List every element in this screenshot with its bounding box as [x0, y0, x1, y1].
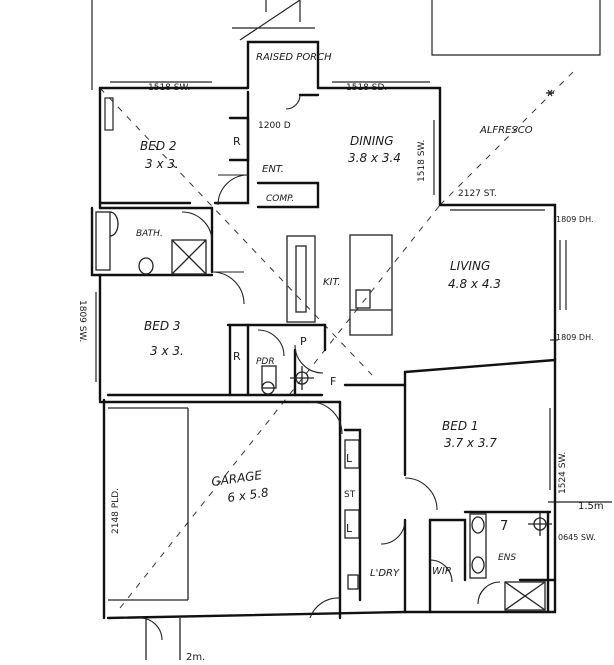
label-bed2-name: BED 2 — [140, 139, 177, 153]
mark-robe-bed3: R — [233, 350, 241, 363]
dim-setback-right: 1.5m — [578, 501, 604, 512]
mark-robe-bed2: R — [233, 135, 241, 148]
label-dining-name: DINING — [350, 134, 394, 148]
dim-ensuite-window: 0645 SW. — [558, 533, 596, 542]
label-kitchen: KIT. — [323, 277, 341, 288]
dim-bed3-window: 1809 SW. — [77, 300, 87, 342]
fixture-marks: R R P F L ST L 7 — [233, 135, 508, 535]
mark-linen: L — [346, 452, 353, 465]
mark-laundry-linen: L — [346, 522, 353, 535]
dim-living-dh-top: 1809 DH. — [556, 215, 593, 224]
label-garage-name: GARAGE — [210, 468, 263, 489]
label-bath: BATH. — [136, 229, 163, 239]
mark-fridge: F — [330, 375, 336, 388]
dim-bed2-window: 1518 SW. — [148, 83, 190, 93]
exterior-walls — [90, 40, 557, 620]
label-bed3-size: 3 x 3. — [150, 344, 184, 358]
site-boundary-lines — [91, 0, 601, 90]
fixtures — [95, 89, 612, 660]
room-labels: RAISED PORCH BED 2 3 x 3. DINING 3.8 x 3… — [136, 52, 533, 579]
label-bed1-size: 3.7 x 3.7 — [444, 436, 497, 450]
label-laundry: L'DRY — [370, 568, 400, 579]
dim-stack-door: 2127 ST. — [458, 189, 497, 199]
label-dining-size: 3.8 x 3.4 — [348, 151, 401, 165]
mark-storage: ST — [344, 490, 356, 500]
mark-seven: 7 — [500, 519, 508, 534]
label-walk-in-robe: WIR — [432, 566, 452, 577]
label-bed1-name: BED 1 — [442, 419, 479, 433]
dim-bed1-window: 1524 SW. — [558, 452, 568, 494]
label-powder-room: PDR — [256, 357, 275, 367]
dim-dining-window: 1518 SD. — [346, 83, 387, 93]
door-swings — [139, 94, 501, 641]
label-garage-size: 6 x 5.8 — [226, 485, 269, 505]
label-living-name: LIVING — [450, 259, 490, 273]
label-entry: ENT. — [262, 164, 284, 175]
dim-garage-door: 2148 PLD. — [111, 488, 121, 534]
dim-setback-bottom: 2m. — [186, 652, 205, 663]
dimension-labels: 1518 SW. 1518 SD. 1518 SW. 2127 ST. 1809… — [77, 83, 604, 663]
label-alfresco: ALFRESCO — [479, 125, 533, 136]
window-marks — [95, 81, 567, 490]
interior-walls — [98, 90, 557, 620]
label-bed3-name: BED 3 — [144, 319, 181, 333]
label-living-size: 4.8 x 4.3 — [448, 277, 501, 291]
label-ensuite: ENS — [498, 553, 516, 563]
mark-pantry: P — [300, 335, 307, 348]
dim-porch-door: 1200 D — [258, 121, 291, 131]
dim-dining-side-window: 1518 SW. — [417, 140, 427, 182]
label-raised-porch: RAISED PORCH — [256, 52, 332, 63]
label-computer-nook: COMP. — [266, 194, 294, 204]
dim-living-dh-bottom: 1809 DH. — [556, 333, 593, 342]
label-bed2-size: 3 x 3. — [145, 157, 179, 171]
